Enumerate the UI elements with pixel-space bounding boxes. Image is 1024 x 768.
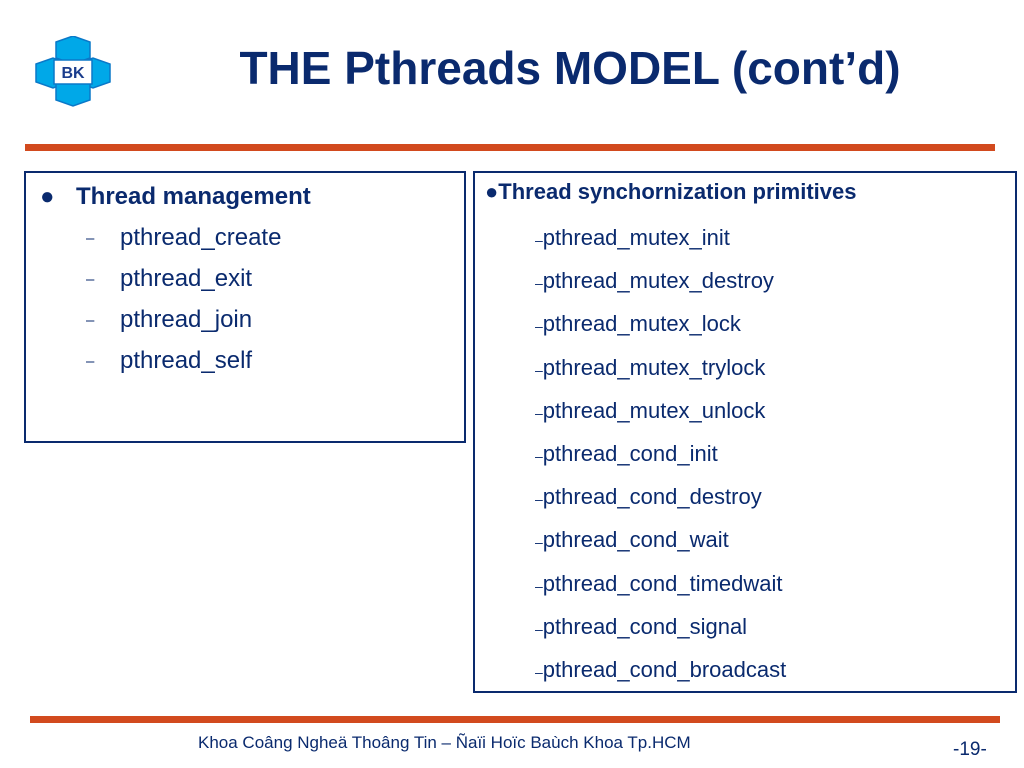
list-item: –pthread_mutex_trylock — [535, 353, 786, 396]
list-item-text: pthread_cond_timedwait — [542, 570, 783, 596]
footer-text: Khoa Coâng Ngheä Thoâng Tin – Ñaïi Hoïc … — [198, 733, 691, 752]
top-divider — [25, 144, 995, 151]
dash-icon: – — [535, 404, 543, 421]
dash-icon: – — [86, 311, 95, 329]
bullet-icon: ● — [40, 183, 55, 210]
list-item: – pthread_exit — [86, 264, 281, 305]
list-item: –pthread_cond_broadcast — [535, 655, 786, 698]
list-item: – pthread_create — [86, 223, 281, 264]
list-item-text: pthread_cond_broadcast — [542, 656, 787, 682]
dash-icon: – — [535, 275, 543, 292]
list-item-text: pthread_exit — [120, 265, 253, 292]
synchronization-box: ●Thread synchornization primitives –pthr… — [473, 171, 1017, 693]
list-item: –pthread_mutex_destroy — [535, 266, 786, 309]
list-item-text: pthread_mutex_unlock — [542, 397, 766, 423]
list-item: –pthread_mutex_lock — [535, 309, 786, 352]
right-heading-text: Thread synchornization primitives — [498, 179, 857, 204]
bottom-divider — [30, 716, 1000, 723]
list-item: – pthread_join — [86, 305, 281, 346]
list-item-text: pthread_cond_init — [542, 440, 718, 466]
page-number: -19- — [953, 739, 987, 760]
list-item: –pthread_cond_destroy — [535, 482, 786, 525]
list-item-text: pthread_self — [120, 347, 253, 374]
list-item: –pthread_cond_init — [535, 439, 786, 482]
list-item: –pthread_cond_wait — [535, 525, 786, 568]
dash-icon: – — [535, 577, 543, 594]
dash-icon: – — [535, 620, 543, 637]
list-item-text: pthread_create — [120, 224, 282, 251]
list-item-text: pthread_mutex_lock — [542, 311, 741, 337]
slide-title: THE Pthreads MODEL (cont’d) — [239, 42, 901, 94]
left-heading-text: Thread management — [76, 183, 311, 210]
logo-text: BK — [61, 65, 85, 82]
list-item-text: pthread_cond_signal — [542, 613, 748, 639]
list-item: –pthread_cond_signal — [535, 612, 786, 655]
list-item-text: pthread_cond_destroy — [542, 484, 762, 510]
list-item: –pthread_mutex_init — [535, 223, 786, 266]
dash-icon: – — [86, 229, 95, 247]
list-item-text: pthread_mutex_trylock — [542, 354, 766, 380]
list-item-text: pthread_mutex_destroy — [542, 268, 774, 294]
dash-icon: – — [86, 352, 95, 370]
list-item-text: pthread_cond_wait — [542, 527, 729, 553]
bk-logo: BK — [35, 36, 111, 107]
dash-icon: – — [535, 663, 543, 680]
list-item: –pthread_mutex_unlock — [535, 396, 786, 439]
dash-icon: – — [535, 361, 543, 378]
dash-icon: – — [535, 491, 543, 508]
dash-icon: – — [535, 447, 543, 464]
list-item-text: pthread_mutex_init — [542, 225, 730, 250]
left-heading: ● Thread management — [40, 183, 311, 211]
thread-management-list: – pthread_create – pthread_exit – pthread_j… — [86, 223, 281, 387]
dash-icon: – — [535, 534, 543, 551]
dash-icon: – — [535, 232, 543, 248]
list-item-text: pthread_join — [120, 306, 253, 333]
synchronization-list: –pthread_mutex_init –pthread_mutex_destr… — [535, 223, 786, 698]
thread-management-box: ● Thread management – pthread_create – pthr… — [24, 171, 466, 443]
right-heading: ●Thread synchornization primitives — [485, 179, 856, 205]
dash-icon: – — [86, 270, 95, 288]
dash-icon: – — [535, 318, 543, 335]
list-item: – pthread_self — [86, 346, 281, 387]
list-item: –pthread_cond_timedwait — [535, 569, 786, 612]
bullet-icon: ● — [485, 179, 499, 204]
